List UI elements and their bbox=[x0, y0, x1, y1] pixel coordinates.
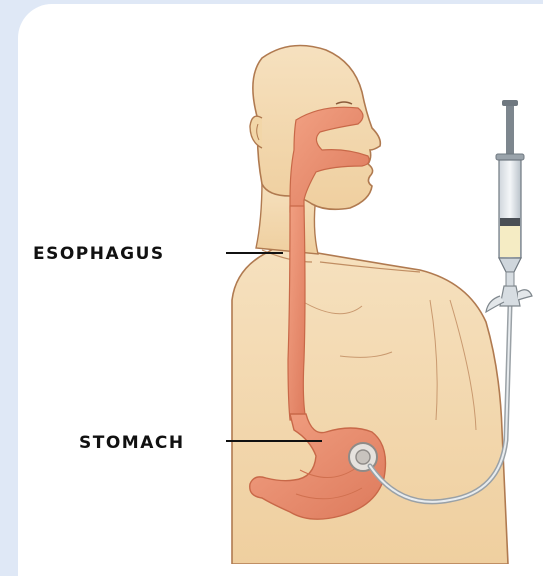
syringe-icon bbox=[496, 100, 524, 286]
anatomy-illustration bbox=[0, 0, 543, 564]
esophagus-label: ESOPHAGUS bbox=[33, 244, 165, 264]
figure-frame: ESOPHAGUS STOMACH bbox=[0, 0, 543, 564]
stomach-label: STOMACH bbox=[79, 433, 185, 453]
